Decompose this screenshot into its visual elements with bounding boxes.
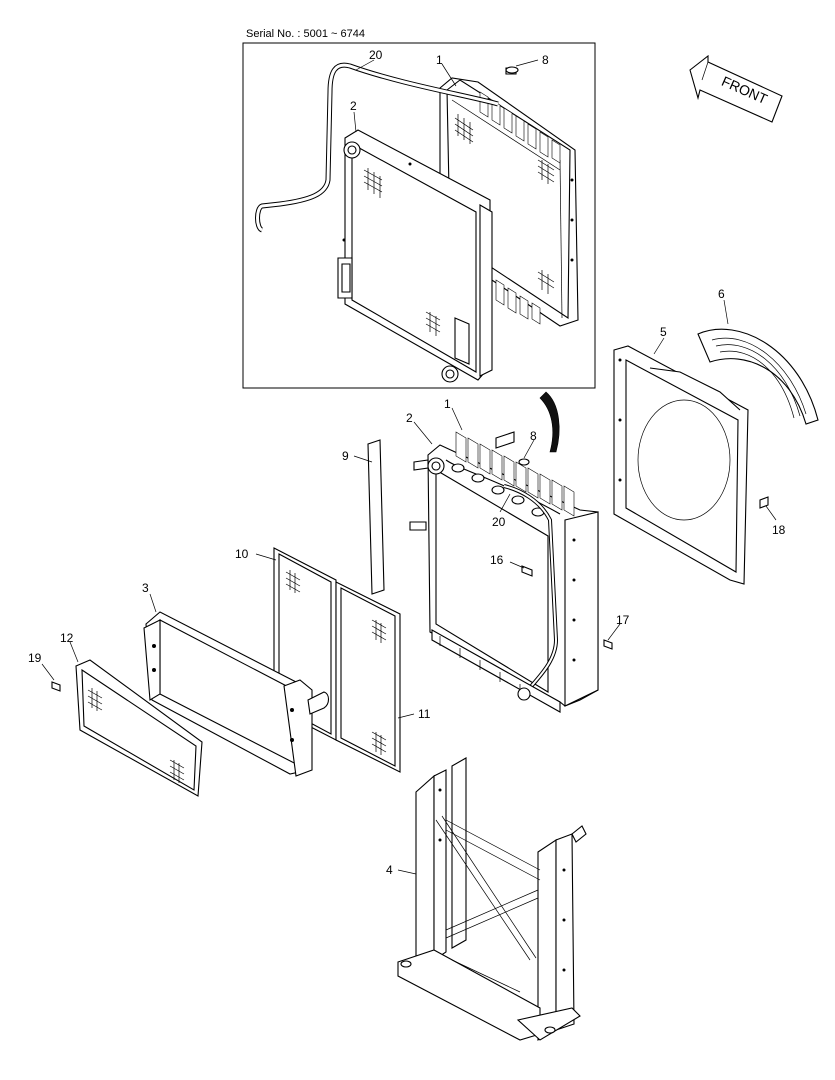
front-arrow-icon: FRONT bbox=[689, 54, 783, 123]
fan-shroud bbox=[613, 345, 749, 585]
radiator-frame bbox=[397, 757, 587, 1041]
callout-18: 18 bbox=[772, 523, 786, 537]
callout-9: 9 bbox=[342, 449, 349, 463]
screens bbox=[273, 547, 401, 773]
inset-cap bbox=[505, 66, 519, 74]
callout-3: 3 bbox=[142, 581, 149, 595]
callout-17: 17 bbox=[616, 613, 630, 627]
seal-strip bbox=[367, 439, 385, 595]
callout-4: 4 bbox=[386, 863, 393, 877]
inset-oil-cooler bbox=[337, 129, 493, 383]
charge-air-cooler bbox=[143, 611, 330, 777]
fan-blade-icon bbox=[539, 391, 560, 453]
shroud-ring bbox=[697, 328, 819, 425]
callout-inset-2: 2 bbox=[350, 99, 357, 113]
callout-1: 1 bbox=[444, 397, 451, 411]
callout-20: 20 bbox=[492, 515, 506, 529]
bolt-19 bbox=[51, 681, 61, 692]
callout-11: 11 bbox=[418, 707, 431, 721]
bolt-17 bbox=[603, 639, 613, 650]
callout-inset-1: 1 bbox=[436, 53, 443, 67]
callout-5: 5 bbox=[660, 325, 667, 339]
inset-frame bbox=[242, 42, 596, 389]
callout-19: 19 bbox=[28, 651, 42, 665]
callout-inset-8: 8 bbox=[542, 53, 549, 67]
bolt-16 bbox=[521, 565, 533, 577]
callout-10: 10 bbox=[235, 547, 249, 561]
callout-12: 12 bbox=[60, 631, 74, 645]
callout-16: 16 bbox=[490, 553, 504, 567]
radiator-assembly bbox=[409, 431, 599, 713]
callout-8: 8 bbox=[530, 429, 537, 443]
bolt-18 bbox=[759, 496, 769, 509]
serial-number-range: Serial No. : 5001 ~ 6744 bbox=[246, 28, 365, 40]
callout-inset-20: 20 bbox=[369, 48, 383, 62]
callout-2: 2 bbox=[406, 411, 413, 425]
callout-6: 6 bbox=[718, 287, 725, 301]
front-screen bbox=[75, 659, 203, 797]
